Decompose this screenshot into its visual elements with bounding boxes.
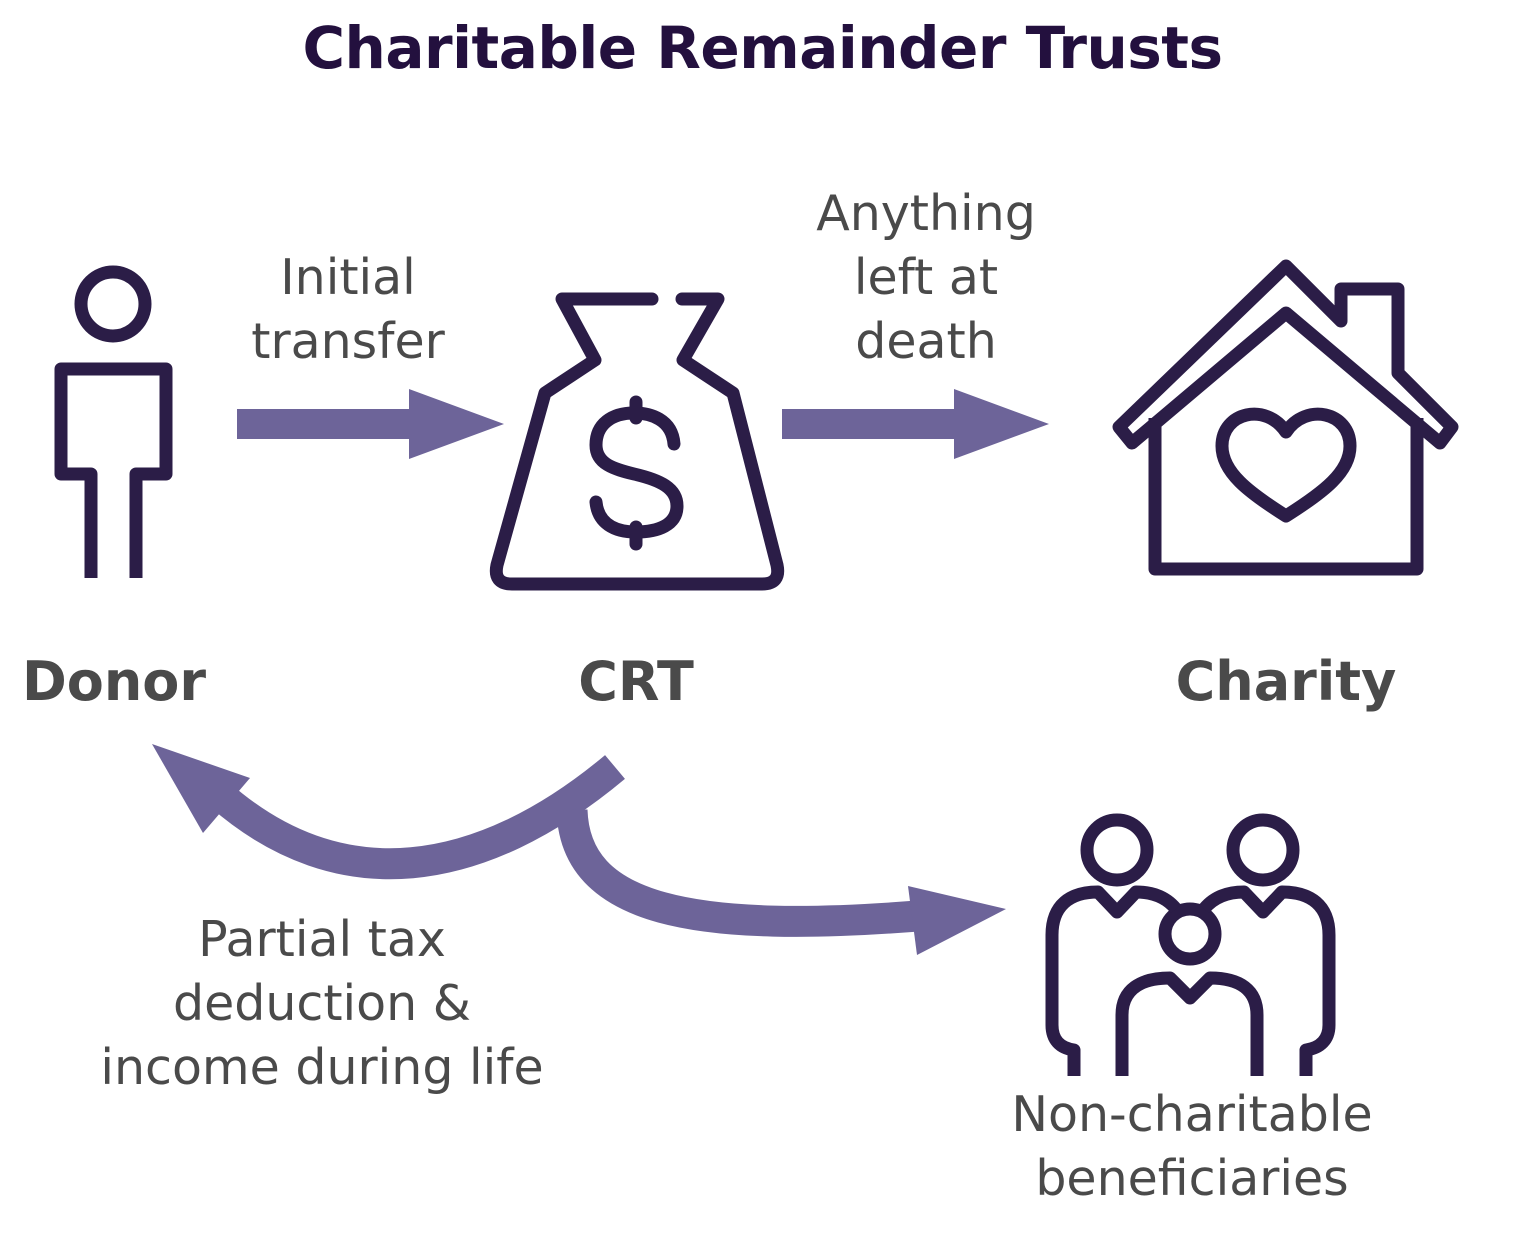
- house-heart-icon: [1112, 259, 1459, 576]
- family-icon: [1045, 813, 1336, 1076]
- node-label-beneficiaries: Non-charitable beneficiaries: [1011, 1086, 1373, 1207]
- node-label-charity: Charity: [1175, 650, 1397, 713]
- money-bag-icon: [489, 292, 785, 591]
- page-title: Charitable Remainder Trusts: [302, 14, 1223, 82]
- node-label-crt: CRT: [578, 650, 694, 713]
- heart-icon: [1215, 407, 1357, 523]
- arrow-initial-transfer: [237, 389, 504, 459]
- edge-label-initial-transfer: Initial transfer: [251, 249, 445, 370]
- person-icon: [54, 265, 173, 578]
- arrow-income-to-donor: [152, 744, 625, 880]
- arrow-left-at-death: [782, 389, 1049, 459]
- arrow-to-beneficiaries: [556, 808, 1006, 955]
- dollar-sign-icon: [589, 395, 684, 551]
- edge-label-income: Partial tax deduction & income during li…: [100, 911, 544, 1096]
- edge-label-left-at-death: Anything left at death: [816, 185, 1036, 370]
- node-label-donor: Donor: [21, 650, 207, 713]
